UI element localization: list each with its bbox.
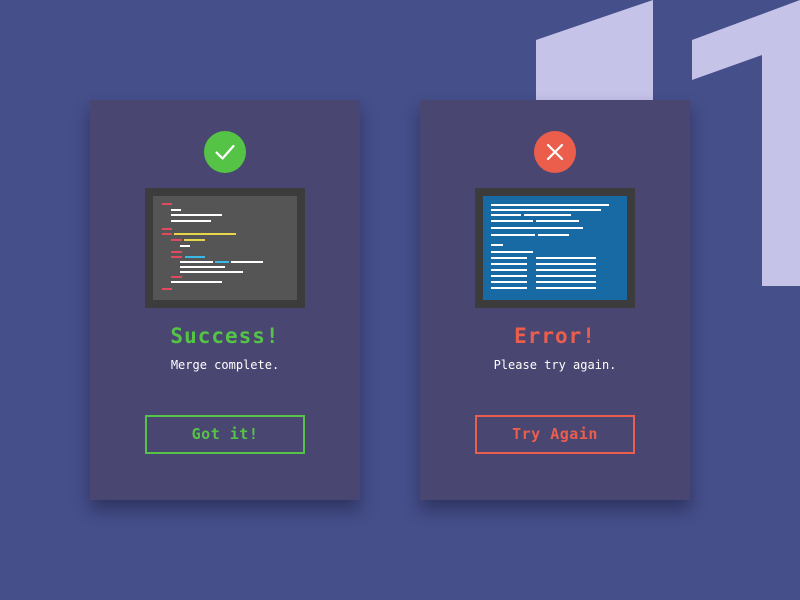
success-message: Merge complete. xyxy=(170,358,280,372)
error-message: Please try again. xyxy=(493,358,617,372)
success-title: Success! xyxy=(170,324,280,348)
got-it-button[interactable]: Got it! xyxy=(145,415,305,454)
code-lines-illustration xyxy=(162,203,263,290)
success-card: Success! Merge complete. Got it! xyxy=(90,100,360,500)
decorative-digit-1-left xyxy=(536,0,653,100)
blue-error-screen xyxy=(483,196,627,300)
code-editor-screen xyxy=(153,196,297,300)
try-again-button[interactable]: Try Again xyxy=(475,415,635,454)
error-status-circle xyxy=(534,131,576,173)
checkmark-icon xyxy=(204,131,246,173)
close-x-icon xyxy=(534,131,576,173)
code-editor-monitor xyxy=(145,188,305,308)
blue-screen-monitor xyxy=(475,188,635,308)
decorative-digit-1-right xyxy=(692,0,800,286)
error-card: Error! Please try again. Try Again xyxy=(420,100,690,500)
blue-screen-text-lines xyxy=(491,204,609,289)
success-status-circle xyxy=(204,131,246,173)
error-title: Error! xyxy=(514,324,596,348)
